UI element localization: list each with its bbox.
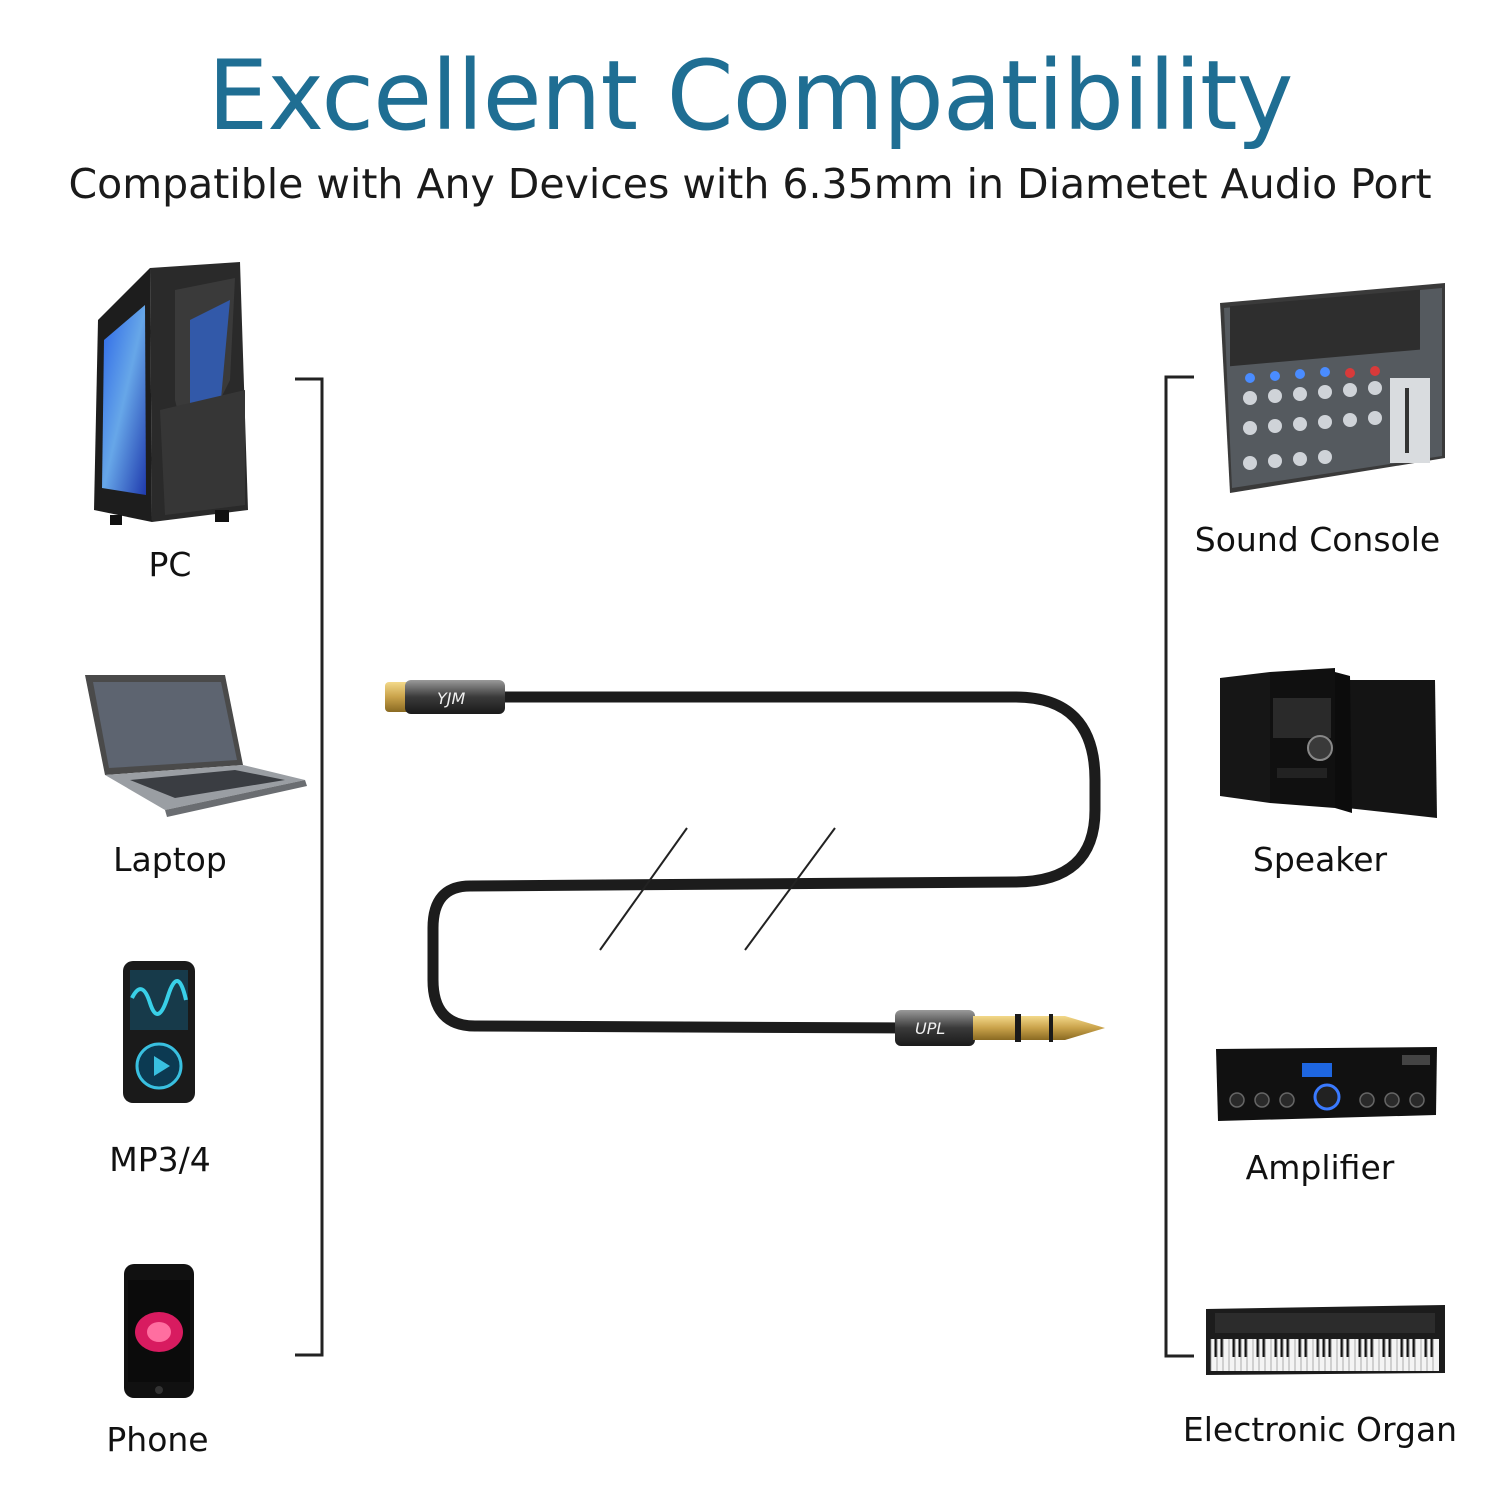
- device-label-phone: Phone: [106, 1420, 209, 1459]
- mixing-console-icon: [1220, 283, 1445, 493]
- device-label-electronic-organ: Electronic Organ: [1182, 1410, 1458, 1449]
- speaker-system-icon: [1220, 668, 1437, 818]
- right-bracket: [1164, 375, 1194, 1358]
- pc-tower-icon: [94, 262, 248, 525]
- laptop-icon: [85, 675, 307, 817]
- left-bracket: [295, 377, 324, 1357]
- device-label-sound-console: Sound Console: [1194, 520, 1441, 559]
- female-brand-mark: YJM: [437, 689, 465, 708]
- device-label-amplifier: Amplifier: [1245, 1148, 1395, 1187]
- device-label-speaker: Speaker: [1252, 840, 1388, 879]
- device-label-laptop: Laptop: [113, 840, 227, 879]
- device-label-mp3: MP3/4: [109, 1140, 211, 1179]
- mp3-player-icon: [123, 961, 195, 1103]
- keyboard-icon: [1206, 1305, 1445, 1375]
- page-title: Excellent Compatibility: [207, 40, 1294, 152]
- phone-icon: [124, 1264, 194, 1398]
- male-brand-mark: UPL: [915, 1019, 945, 1038]
- page-subtitle: Compatible with Any Devices with 6.35mm …: [68, 160, 1432, 208]
- device-label-pc: PC: [148, 545, 192, 584]
- amplifier-icon: [1216, 1047, 1437, 1121]
- audio-cable-illustration: YJM UPL: [385, 680, 1105, 1046]
